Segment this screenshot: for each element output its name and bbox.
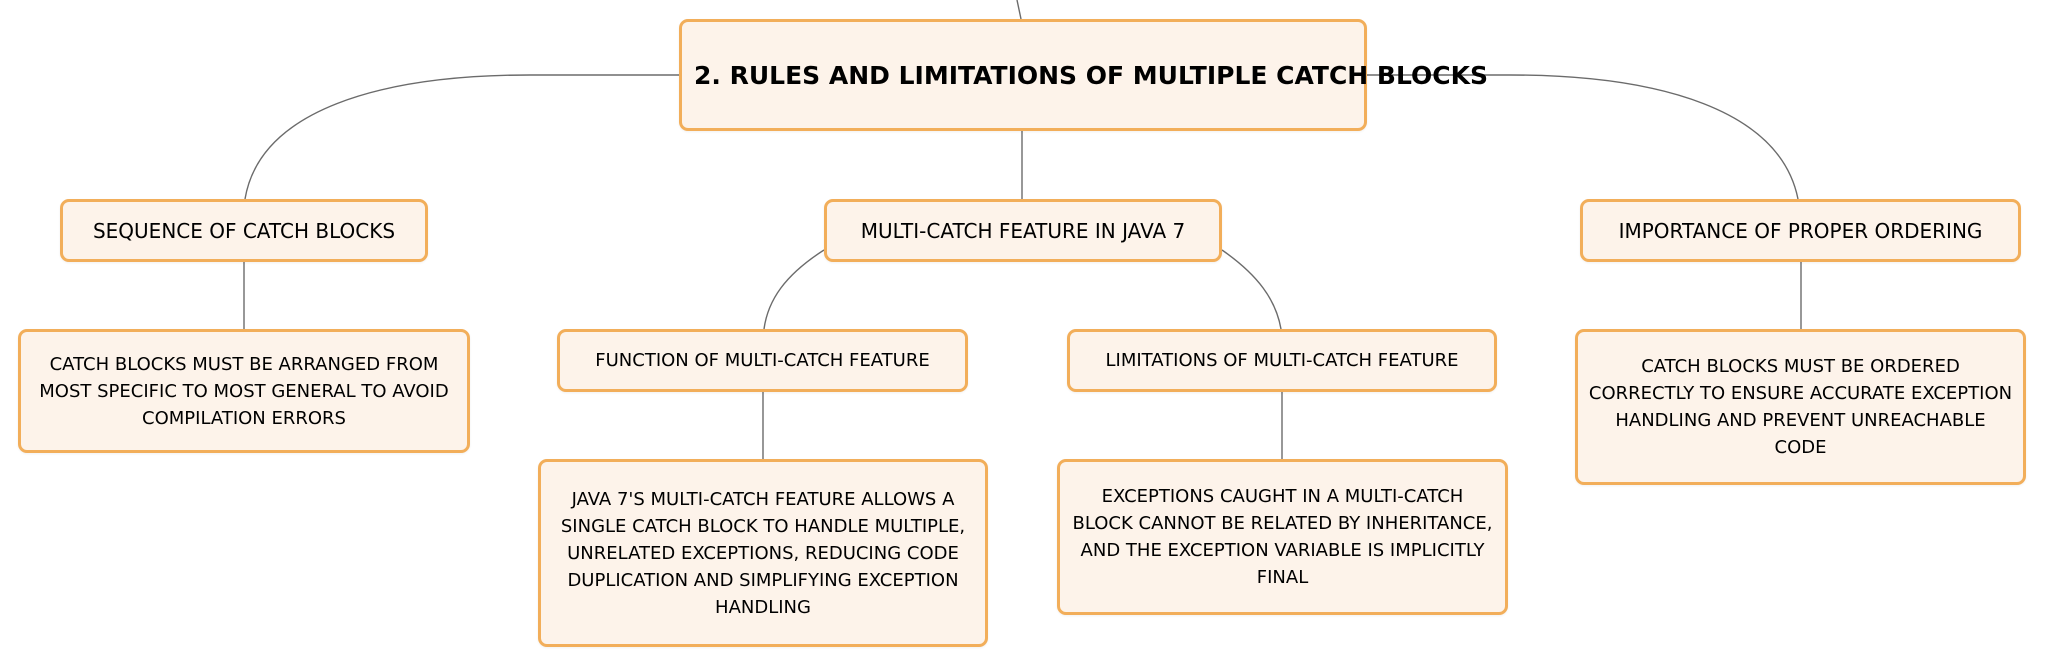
note-importance-description[interactable]: CATCH BLOCKS MUST BE ORDERED CORRECTLY T…: [1575, 329, 2026, 485]
topic-label: MULTI-CATCH FEATURE IN JAVA 7: [860, 218, 1186, 243]
note-limitations-description[interactable]: EXCEPTIONS CAUGHT IN A MULTI-CATCH BLOCK…: [1057, 459, 1508, 615]
topic-label: SEQUENCE OF CATCH BLOCKS: [92, 218, 396, 243]
connector-parent-to-root: [1016, 0, 1022, 20]
note-text: JAVA 7'S MULTI-CATCH FEATURE ALLOWS A SI…: [560, 488, 966, 618]
connector-root-to-importance: [1367, 74, 1799, 200]
subtopic-limitations-of-multi-catch[interactable]: LIMITATIONS OF MULTI-CATCH FEATURE: [1067, 329, 1497, 392]
root-topic-node[interactable]: 2. RULES AND LIMITATIONS OF MULTIPLE CAT…: [679, 19, 1489, 131]
note-text: CATCH BLOCKS MUST BE ARRANGED FROM MOST …: [39, 353, 449, 429]
topic-sequence-of-catch-blocks[interactable]: SEQUENCE OF CATCH BLOCKS: [60, 199, 428, 262]
note-sequence-description[interactable]: CATCH BLOCKS MUST BE ARRANGED FROM MOST …: [18, 329, 470, 453]
root-topic-label: 2. RULES AND LIMITATIONS OF MULTIPLE CAT…: [694, 60, 1489, 90]
connector-multi-to-function: [763, 249, 825, 330]
subtopic-label: LIMITATIONS OF MULTI-CATCH FEATURE: [1105, 350, 1459, 371]
connector-multi-to-limits: [1221, 249, 1282, 330]
topic-label: IMPORTANCE OF PROPER ORDERING: [1618, 218, 1983, 243]
subtopic-function-of-multi-catch[interactable]: FUNCTION OF MULTI-CATCH FEATURE: [557, 329, 968, 392]
topic-multi-catch-feature[interactable]: MULTI-CATCH FEATURE IN JAVA 7: [824, 199, 1222, 262]
note-text: EXCEPTIONS CAUGHT IN A MULTI-CATCH BLOCK…: [1072, 486, 1493, 588]
connector-root-to-sequence: [244, 74, 679, 200]
subtopic-label: FUNCTION OF MULTI-CATCH FEATURE: [595, 350, 930, 371]
note-text: CATCH BLOCKS MUST BE ORDERED CORRECTLY T…: [1588, 356, 2013, 458]
note-function-description[interactable]: JAVA 7'S MULTI-CATCH FEATURE ALLOWS A SI…: [538, 459, 988, 647]
topic-importance-of-proper-ordering[interactable]: IMPORTANCE OF PROPER ORDERING: [1580, 199, 2021, 262]
